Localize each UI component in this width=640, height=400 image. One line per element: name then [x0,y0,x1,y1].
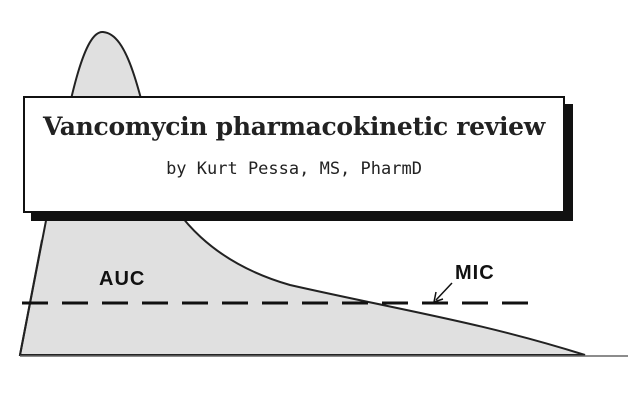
y-axis [19,239,43,356]
auc-label: AUC [99,268,146,290]
title-card: Vancomycin pharmacokinetic review by Kur… [23,96,565,213]
card-byline: by Kurt Pessa, MS, PharmD [166,159,422,179]
card-title: Vancomycin pharmacokinetic review [42,112,546,141]
mic-label: MIC [455,262,495,284]
mic-arrow [433,282,453,304]
